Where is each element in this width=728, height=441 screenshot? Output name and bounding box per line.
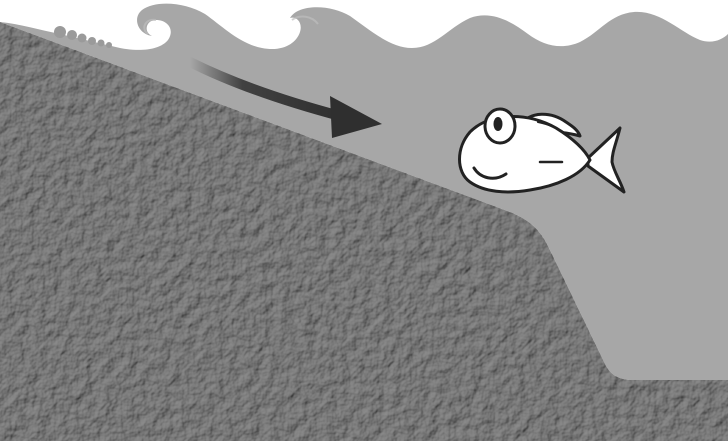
current-arrow: [185, 57, 382, 138]
sloping-seabed: [0, 22, 728, 441]
fish: [458, 107, 626, 194]
waves: [143, 15, 319, 35]
fish-pupil: [493, 117, 503, 131]
fish-smile: [472, 166, 508, 180]
fish-tail: [586, 126, 626, 194]
fish-fin-stripe: [537, 121, 567, 135]
shore-foam: [54, 26, 112, 48]
